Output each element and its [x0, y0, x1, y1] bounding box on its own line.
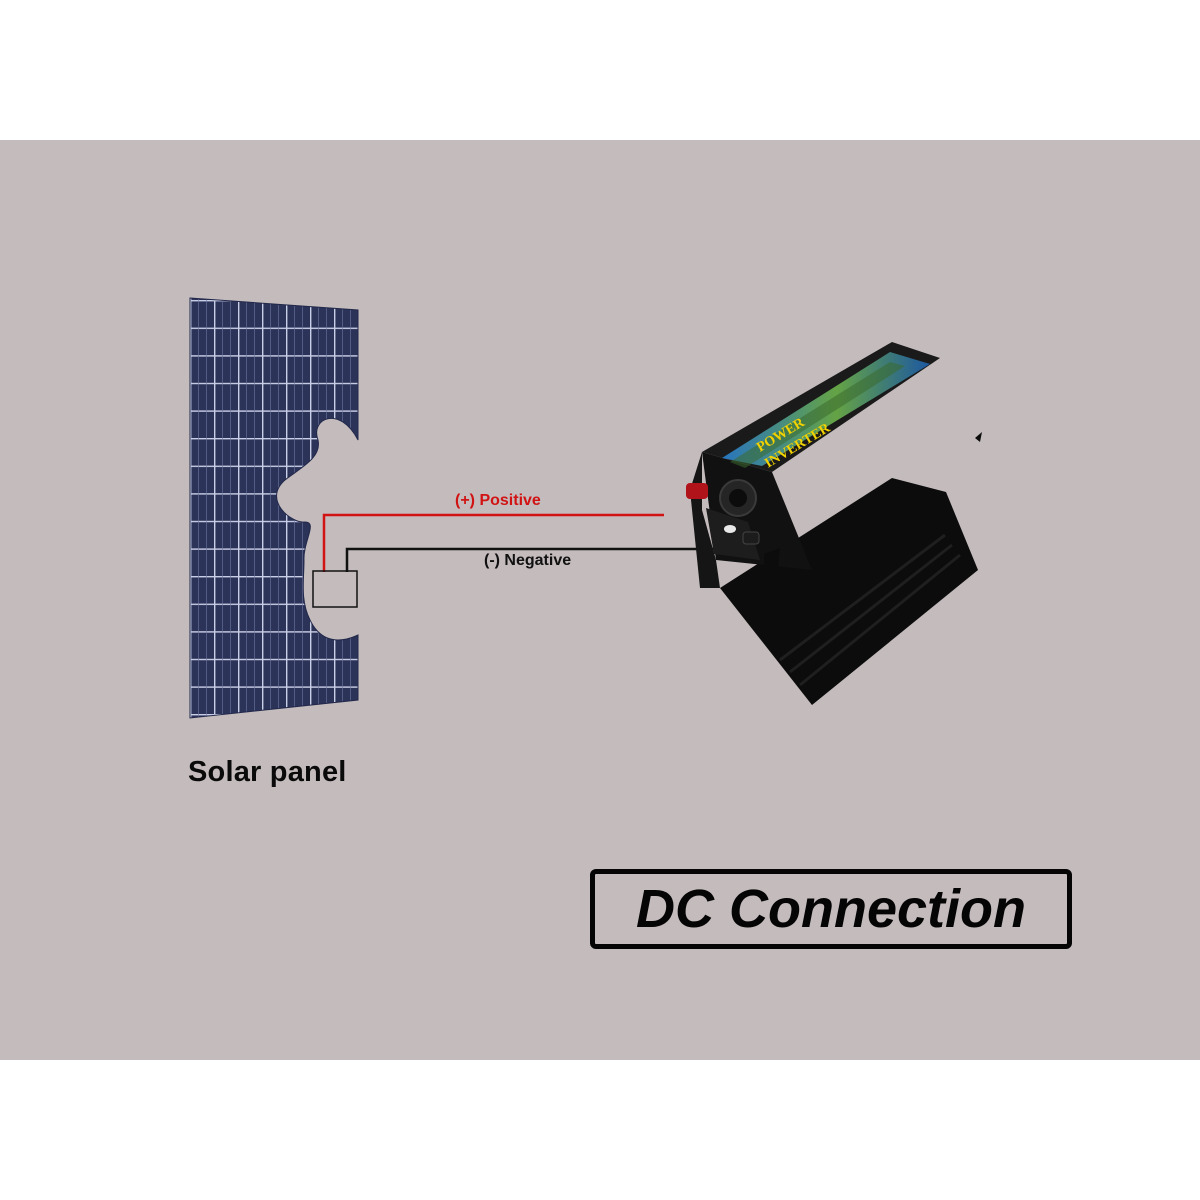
solar-panel	[190, 298, 358, 718]
positive-wire-label: (+) Positive	[455, 492, 541, 510]
junction-box-icon	[313, 571, 357, 607]
connection-title-box: DC Connection	[590, 869, 1072, 949]
diagram-canvas: POWER INVERTER Solar panel (+) Positive …	[0, 140, 1200, 1060]
negative-wire-label: (-) Negative	[484, 552, 571, 570]
inverter-positive-terminal	[686, 483, 708, 499]
power-inverter-illustration: POWER INVERTER	[686, 342, 982, 705]
solar-panel-label: Solar panel	[188, 756, 347, 789]
connection-title: DC Connection	[636, 878, 1026, 940]
solar-panel-illustration	[190, 298, 358, 718]
